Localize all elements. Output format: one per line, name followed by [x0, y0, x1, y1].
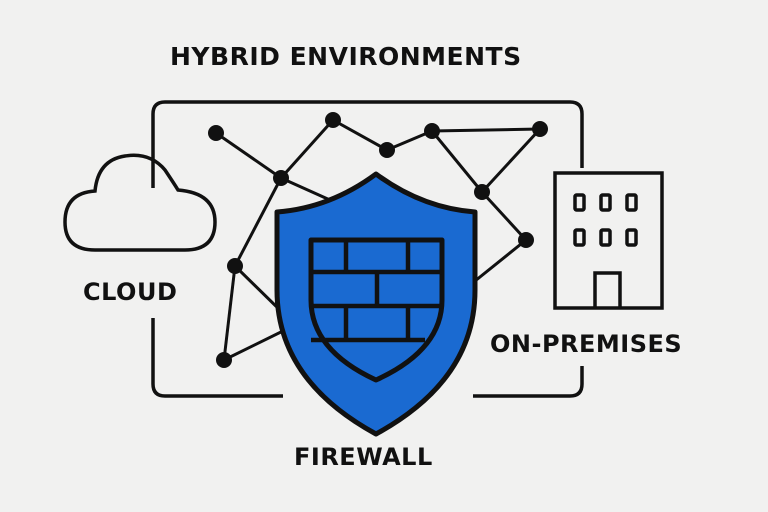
network-node: [208, 125, 224, 141]
cloud-label: CLOUD: [83, 278, 178, 306]
network-node: [325, 112, 341, 128]
cloud-icon: [63, 153, 217, 252]
network-node: [273, 170, 289, 186]
shield-firewall-icon: [274, 171, 478, 437]
network-node: [532, 121, 548, 137]
network-graph-icon: [215, 118, 542, 362]
diagram-title: HYBRID ENVIRONMENTS: [170, 42, 522, 71]
network-node: [424, 123, 440, 139]
on-premises-label: ON-PREMISES: [490, 330, 683, 358]
firewall-label: FIREWALL: [294, 443, 433, 471]
network-node: [518, 232, 534, 248]
building-icon: [553, 171, 664, 310]
network-node: [379, 142, 395, 158]
network-node: [227, 258, 243, 274]
network-node: [216, 352, 232, 368]
hybrid-frame: [151, 100, 584, 398]
network-node: [474, 184, 490, 200]
